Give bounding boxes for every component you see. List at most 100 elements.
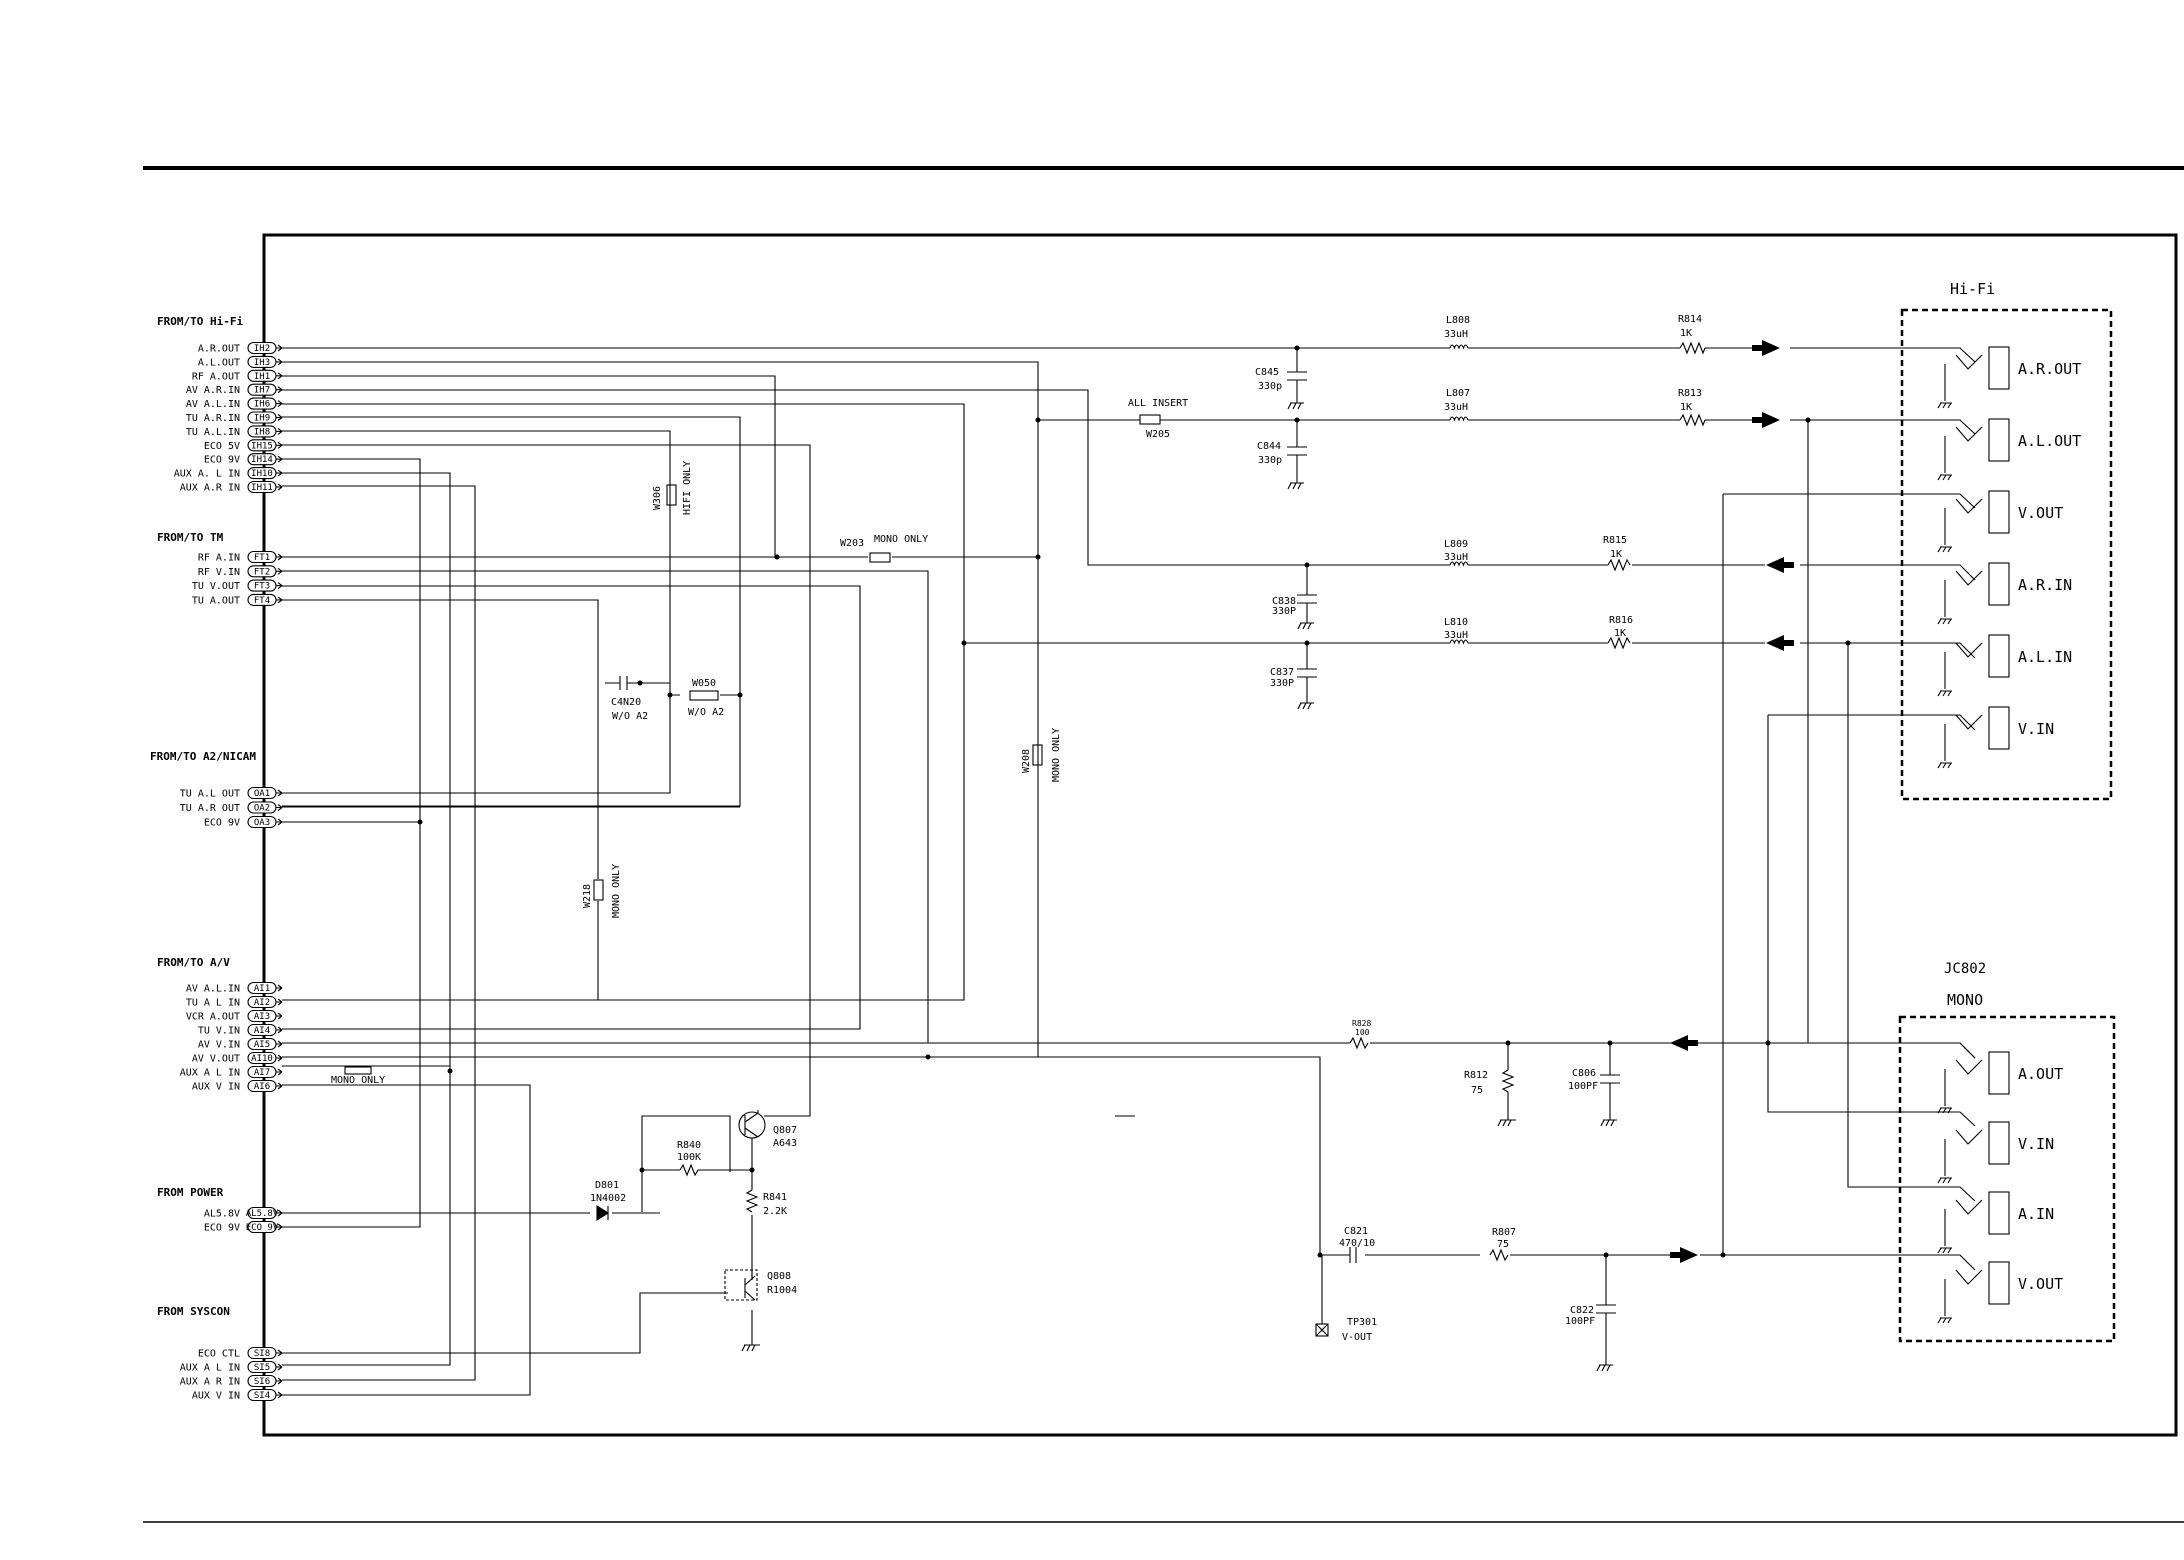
ground-r812	[1497, 1119, 1516, 1127]
wire-al-in-hifi	[964, 642, 1976, 659]
label-c844: C844	[1257, 441, 1281, 452]
capacitor-c838	[1297, 565, 1317, 630]
jack-label: A.L.IN	[2018, 648, 2072, 666]
jumper-w218	[593, 879, 604, 901]
value-l810: 33uH	[1444, 630, 1468, 641]
value-c822: 100PF	[1565, 1316, 1595, 1327]
signal-label: TU A.R OUT	[180, 803, 240, 814]
capacitor-c4n20	[619, 676, 640, 690]
label-d801: D801	[595, 1180, 619, 1191]
signal-label: ECO 5V	[204, 441, 240, 452]
pin-label: AI7	[254, 1068, 270, 1078]
jack-label: V.IN	[2018, 720, 2054, 738]
value-l808: 33uH	[1444, 329, 1468, 340]
jack-label: V.IN	[2018, 1135, 2054, 1153]
signal-label: AUX A.R IN	[180, 483, 240, 494]
resistor-r815	[1607, 558, 1631, 572]
note-w205: ALL INSERT	[1128, 398, 1188, 409]
jack-body	[1988, 1191, 2010, 1235]
wire-av-ar-in	[282, 389, 1976, 581]
capacitor-c844	[1287, 420, 1307, 490]
signal-label: AL5.8V	[204, 1209, 240, 1220]
signal-label: RF A.IN	[198, 553, 240, 564]
pin-label: OA1	[254, 789, 270, 799]
label-c821: C821	[1344, 1226, 1368, 1237]
label-c806: C806	[1572, 1068, 1596, 1079]
capacitor-c837	[1297, 643, 1317, 710]
wire-aux-v-in	[282, 1084, 531, 1396]
value-r828: 100	[1355, 1028, 1370, 1037]
value-r812: 75	[1471, 1085, 1483, 1096]
pin-label: AI3	[254, 1012, 270, 1022]
value-r814: 1K	[1680, 328, 1692, 339]
pin-arrow	[276, 1068, 283, 1076]
pin-label: SI5	[254, 1363, 270, 1373]
wiring	[282, 347, 1976, 1396]
wire-rf-a-out	[282, 375, 776, 558]
label-r812: R812	[1464, 1070, 1488, 1081]
signal-label: ECO CTL	[198, 1349, 240, 1360]
pin-label: AI4	[254, 1026, 270, 1036]
signal-label: TU A.L OUT	[180, 789, 240, 800]
signal-label: AUX A. L IN	[174, 469, 240, 480]
jack-body	[1988, 706, 2010, 750]
jack-contact	[1937, 1129, 1983, 1184]
value-r813: 1K	[1680, 402, 1692, 413]
section-tm: FROM/TO TM	[157, 531, 224, 544]
value-c844: 330p	[1258, 455, 1282, 466]
resistors	[679, 341, 1706, 1262]
jack-contact	[1937, 426, 1983, 481]
arrow-out-ar	[1752, 340, 1780, 356]
pin-label: AL5.8V	[246, 1209, 279, 1219]
resistor-r813	[1679, 413, 1706, 427]
signal-label: AUX V IN	[192, 1391, 240, 1402]
pin-label: IH6	[254, 400, 270, 410]
hifi-block-title: Hi-Fi	[1950, 280, 1995, 298]
label-l810: L810	[1444, 617, 1468, 628]
resistor-r840	[679, 1163, 700, 1177]
signal-label: RF A.OUT	[192, 371, 240, 382]
wire-a2-outputs	[282, 792, 740, 808]
section-av: FROM/TO A/V	[157, 956, 230, 969]
jack-body	[1988, 1121, 2010, 1165]
pin-arrow	[276, 358, 283, 366]
pin-label: AI6	[254, 1082, 270, 1092]
pin-label: ECO 9V	[246, 1223, 279, 1233]
resistor-r816	[1607, 636, 1631, 650]
signal-label: AUX A L IN	[180, 1363, 240, 1374]
jumper-w050	[689, 690, 719, 701]
value-c821: 470/10	[1339, 1238, 1375, 1249]
pin-label: FT1	[254, 553, 270, 563]
pin-label: OA2	[254, 804, 270, 814]
wire-eco-9v	[282, 458, 421, 1228]
label-c822: C822	[1570, 1305, 1594, 1316]
jack-body	[1988, 634, 2010, 678]
value-q807: A643	[773, 1138, 797, 1149]
label-r816: R816	[1609, 615, 1633, 626]
jack-contact	[1937, 642, 1983, 697]
value-c845: 330p	[1258, 381, 1282, 392]
jack-label: A.L.OUT	[2018, 432, 2081, 450]
pin-label: SI6	[254, 1377, 270, 1387]
signal-label: TU A.OUT	[192, 595, 240, 606]
jack-label: A.R.IN	[2018, 576, 2072, 594]
signal-label: A.R.OUT	[198, 344, 240, 355]
arrow-out-vout	[1670, 1247, 1698, 1263]
pin-arrow	[276, 1363, 283, 1371]
pin-label: IH9	[254, 414, 270, 424]
active-parts	[596, 1110, 1329, 1337]
label-r815: R815	[1603, 535, 1627, 546]
signal-label: AV A.L.IN	[186, 984, 240, 995]
wire-w050	[605, 682, 740, 696]
section-hifi: FROM/TO Hi-Fi	[157, 315, 243, 328]
pin-label: AI1	[254, 984, 270, 994]
value-c838: 330P	[1272, 606, 1296, 617]
signal-label: ECO 9V	[204, 818, 240, 829]
pin-arrow	[276, 455, 283, 463]
signal-label: TU A.L.IN	[186, 427, 240, 438]
pin-arrow	[276, 984, 283, 992]
transistor-q808-leads	[744, 1270, 756, 1301]
pin-arrow	[276, 386, 283, 394]
